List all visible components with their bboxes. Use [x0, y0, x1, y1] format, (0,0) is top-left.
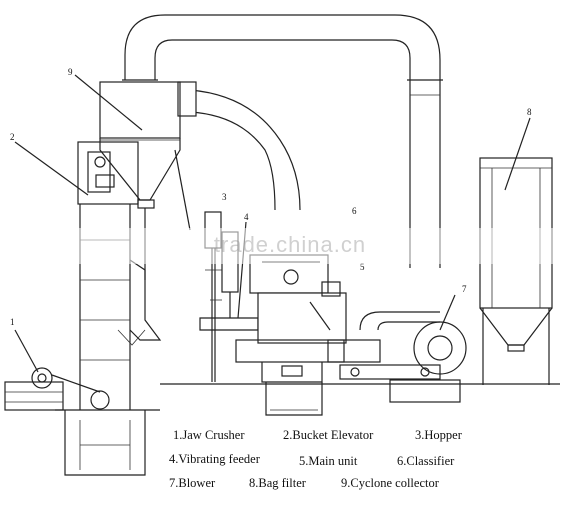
jaw-crusher: [4, 329, 110, 411]
legend-item-2: 2.Bucket Elevator: [283, 428, 374, 442]
callout-4: 4: [244, 212, 249, 222]
watermark: trade.china.cn: [213, 232, 367, 257]
callout-9: 9: [68, 67, 73, 77]
legend-item-5: 5.Main unit: [299, 454, 358, 468]
foundation-pit: [55, 409, 160, 476]
cyclone-collector: [99, 81, 191, 280]
legend-item-6: 6.Classifier: [397, 454, 455, 468]
legend-item-3: 3.Hopper: [415, 428, 462, 442]
return-duct: [177, 81, 301, 211]
legend: 1.Jaw Crusher 2.Bucket Elevator 3.Hopper…: [165, 426, 485, 502]
bucket-elevator: [77, 141, 162, 410]
legend-item-7: 7.Blower: [169, 476, 216, 490]
legend-item-4: 4.Vibrating feeder: [169, 452, 260, 466]
main-unit: [235, 254, 381, 383]
callout-3: 3: [222, 192, 227, 202]
callout-5: 5: [360, 262, 365, 272]
blower: [339, 294, 467, 403]
main-unit-foundation: [265, 382, 323, 416]
callout-2: 2: [10, 132, 15, 142]
callout-6: 6: [352, 206, 357, 216]
watermark-band: [70, 228, 570, 264]
legend-item-1: 1.Jaw Crusher: [173, 428, 245, 442]
overhead-duct: [122, 14, 443, 268]
legend-item-8: 8.Bag filter: [249, 476, 306, 490]
callout-1: 1: [10, 317, 15, 327]
callout-7: 7: [462, 284, 467, 294]
legend-item-9: 9.Cyclone collector: [341, 476, 439, 490]
callout-8: 8: [527, 107, 532, 117]
